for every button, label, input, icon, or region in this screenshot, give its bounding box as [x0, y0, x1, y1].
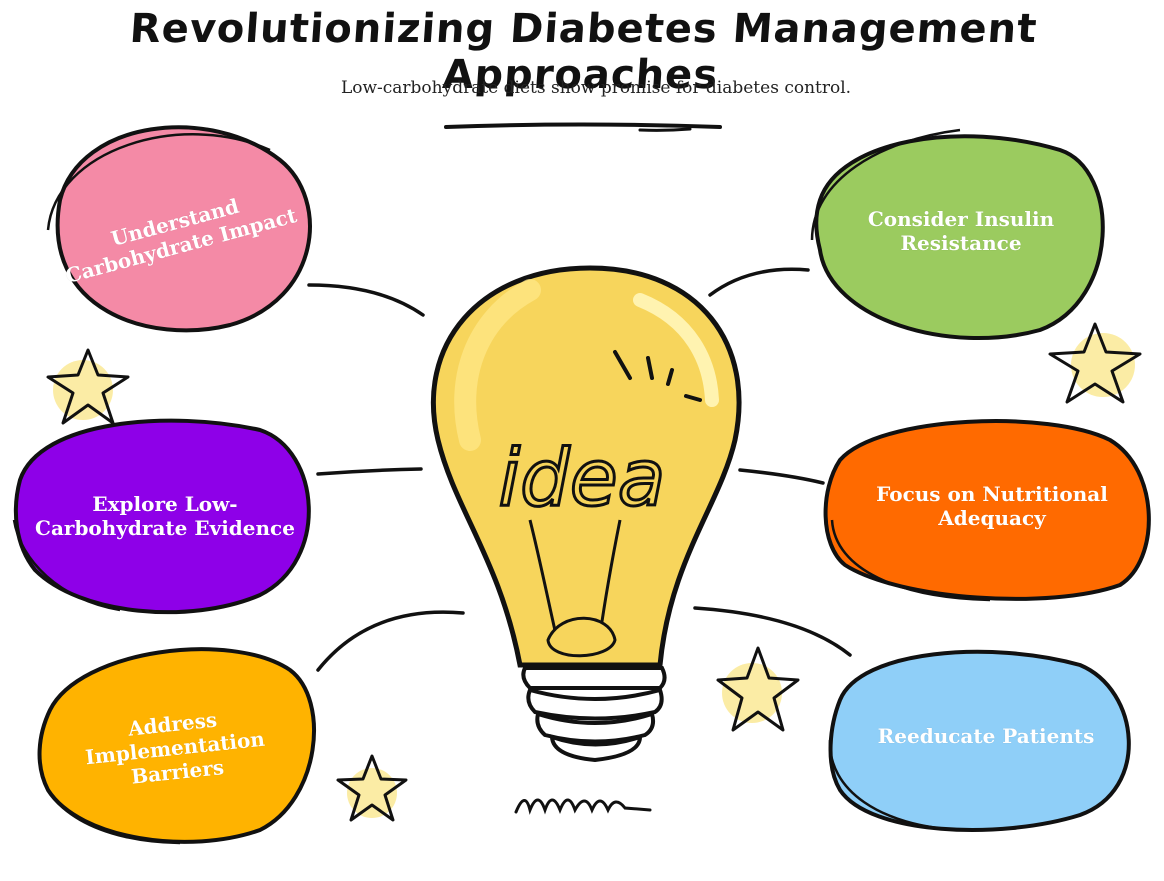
decorative-stars	[46, 322, 1142, 822]
connector-nutrition	[738, 468, 825, 485]
bulb-text: idea	[499, 434, 666, 524]
node-label-reeducate: Reeducate Patients	[877, 724, 1095, 748]
lightbulb-icon	[431, 265, 742, 815]
node-label-explore: Explore Low- Carbohydrate Evidence	[35, 492, 295, 540]
blob-insulin	[810, 128, 1105, 341]
node-label-nutrition: Focus on Nutritional Adequacy	[876, 482, 1108, 530]
connector-explore	[316, 467, 423, 476]
connectors	[307, 267, 852, 672]
blob-barriers	[37, 647, 316, 845]
node-label-insulin: Consider Insulin Resistance	[867, 207, 1055, 255]
star-icon	[1048, 322, 1142, 404]
star-icon	[46, 348, 130, 425]
title-underline-stroke	[638, 127, 692, 132]
page-subtitle: Low-carbohydrate diets show promise for …	[340, 78, 852, 98]
node-blobs	[12, 125, 1151, 845]
star-icon	[716, 646, 800, 732]
star-icon	[336, 754, 408, 822]
connector-reeducate	[693, 606, 852, 657]
blob-nutrition	[823, 419, 1151, 602]
title-underline	[444, 122, 722, 129]
connector-barriers	[316, 610, 465, 672]
blob-understand	[46, 125, 312, 333]
connector-understand	[307, 283, 425, 317]
blob-reeducate	[828, 649, 1131, 832]
blob-explore	[12, 418, 311, 615]
connector-insulin	[708, 267, 810, 297]
